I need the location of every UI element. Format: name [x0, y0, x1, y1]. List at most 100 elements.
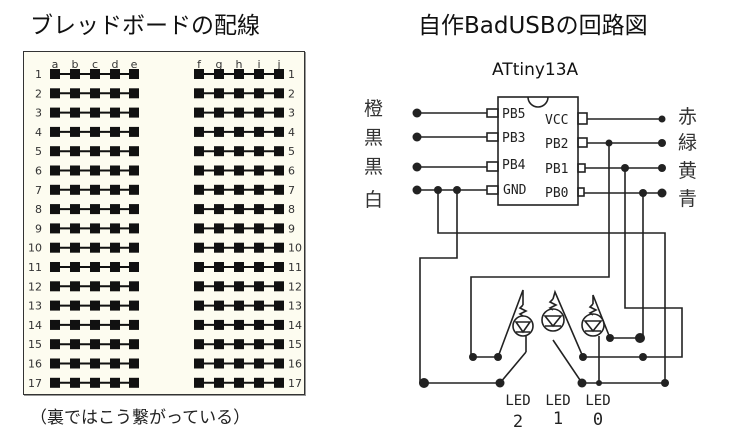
- contact-hole: [129, 242, 139, 253]
- contact-hole: [110, 107, 120, 118]
- contact-hole: [234, 377, 244, 388]
- contact-hole: [50, 165, 60, 176]
- pin-label-vcc: VCC: [545, 113, 568, 128]
- contact-hole: [254, 88, 264, 99]
- contact-hole: [254, 165, 264, 176]
- contact-hole: [234, 223, 244, 234]
- contact-hole: [90, 69, 100, 79]
- contact-hole: [70, 223, 80, 234]
- contact-hole: [214, 377, 224, 388]
- contact-hole: [234, 165, 244, 176]
- contact-hole: [274, 319, 284, 330]
- row-number-left: 8: [35, 203, 42, 216]
- contact-hole: [90, 319, 100, 330]
- row-number-left: 2: [35, 87, 42, 100]
- contact-hole: [254, 223, 264, 234]
- contact-hole: [50, 223, 60, 234]
- led-2-number: 2: [513, 412, 523, 432]
- contact-hole: [214, 204, 224, 215]
- contact-hole: [129, 184, 139, 195]
- contact-hole: [129, 300, 139, 311]
- contact-hole: [274, 184, 284, 195]
- pin-labels: PB5 PB3 PB4 GND VCC PB2 PB1 PB0: [502, 107, 568, 201]
- contact-hole: [70, 146, 80, 157]
- contact-hole: [234, 146, 244, 157]
- wire-label-yellow: 黄: [678, 160, 697, 182]
- contact-hole: [50, 262, 60, 272]
- contact-hole: [70, 242, 80, 253]
- row-number-right: 3: [288, 107, 295, 120]
- led-0-number: 0: [593, 410, 603, 430]
- contact-hole: [90, 165, 100, 176]
- column-label-f: f: [197, 58, 202, 71]
- contact-hole: [70, 204, 80, 215]
- contact-hole: [129, 146, 139, 157]
- contact-hole: [214, 262, 224, 272]
- contact-hole: [234, 107, 244, 118]
- contact-hole: [194, 242, 204, 253]
- wire-label-blue: 青: [678, 188, 697, 210]
- row-number-right: 11: [288, 261, 302, 274]
- led-2-symbol: [512, 315, 534, 337]
- contact-hole: [50, 204, 60, 215]
- contact-hole: [234, 126, 244, 137]
- contact-hole: [214, 184, 224, 195]
- row-number-right: 2: [288, 87, 295, 100]
- row-number-left: 3: [35, 107, 42, 120]
- contact-hole: [90, 88, 100, 99]
- contact-hole: [254, 107, 264, 118]
- row-number-right: 16: [288, 358, 302, 371]
- contact-hole: [70, 339, 80, 350]
- contact-hole: [50, 300, 60, 311]
- contact-hole: [129, 319, 139, 330]
- wire-label-white: 白: [364, 189, 383, 211]
- led-1-label: LED: [545, 393, 570, 409]
- contact-hole: [50, 146, 60, 157]
- contact-hole: [194, 126, 204, 137]
- contact-hole: [214, 165, 224, 176]
- contact-hole: [110, 69, 120, 79]
- contact-hole: [234, 358, 244, 369]
- row-number-left: 13: [28, 300, 42, 313]
- contact-hole: [90, 107, 100, 118]
- contact-hole: [50, 339, 60, 350]
- contact-hole: [214, 88, 224, 99]
- row-number-left: 1: [35, 68, 42, 81]
- contact-hole: [214, 107, 224, 118]
- contact-hole: [90, 204, 100, 215]
- contact-hole: [129, 358, 139, 369]
- contact-hole: [90, 126, 100, 137]
- contact-hole: [90, 262, 100, 272]
- contact-hole: [129, 204, 139, 215]
- contact-hole: [274, 107, 284, 118]
- contact-hole: [90, 281, 100, 292]
- contact-hole: [234, 339, 244, 350]
- row-number-left: 14: [28, 319, 42, 332]
- contact-hole: [90, 377, 100, 388]
- wire-label-black-1: 黒: [364, 127, 383, 149]
- contact-hole: [194, 339, 204, 350]
- row-number-left: 9: [35, 222, 42, 235]
- row-number-right: 9: [288, 222, 295, 235]
- contact-hole: [234, 88, 244, 99]
- contact-hole: [254, 339, 264, 350]
- contact-hole: [234, 319, 244, 330]
- contact-hole: [110, 146, 120, 157]
- contact-hole: [194, 377, 204, 388]
- contact-hole: [214, 281, 224, 292]
- row-number-left: 16: [28, 358, 42, 371]
- row-number-left: 5: [35, 145, 42, 158]
- contact-hole: [110, 262, 120, 272]
- pin-label-pb0: PB0: [545, 186, 568, 201]
- contact-hole: [274, 300, 284, 311]
- contact-hole: [110, 300, 120, 311]
- contact-hole: [70, 319, 80, 330]
- row-number-right: 17: [288, 377, 302, 390]
- row-number-right: 1: [288, 68, 295, 81]
- contact-hole: [254, 262, 264, 272]
- contact-hole: [254, 281, 264, 292]
- contact-hole: [129, 69, 139, 79]
- contact-hole: [194, 165, 204, 176]
